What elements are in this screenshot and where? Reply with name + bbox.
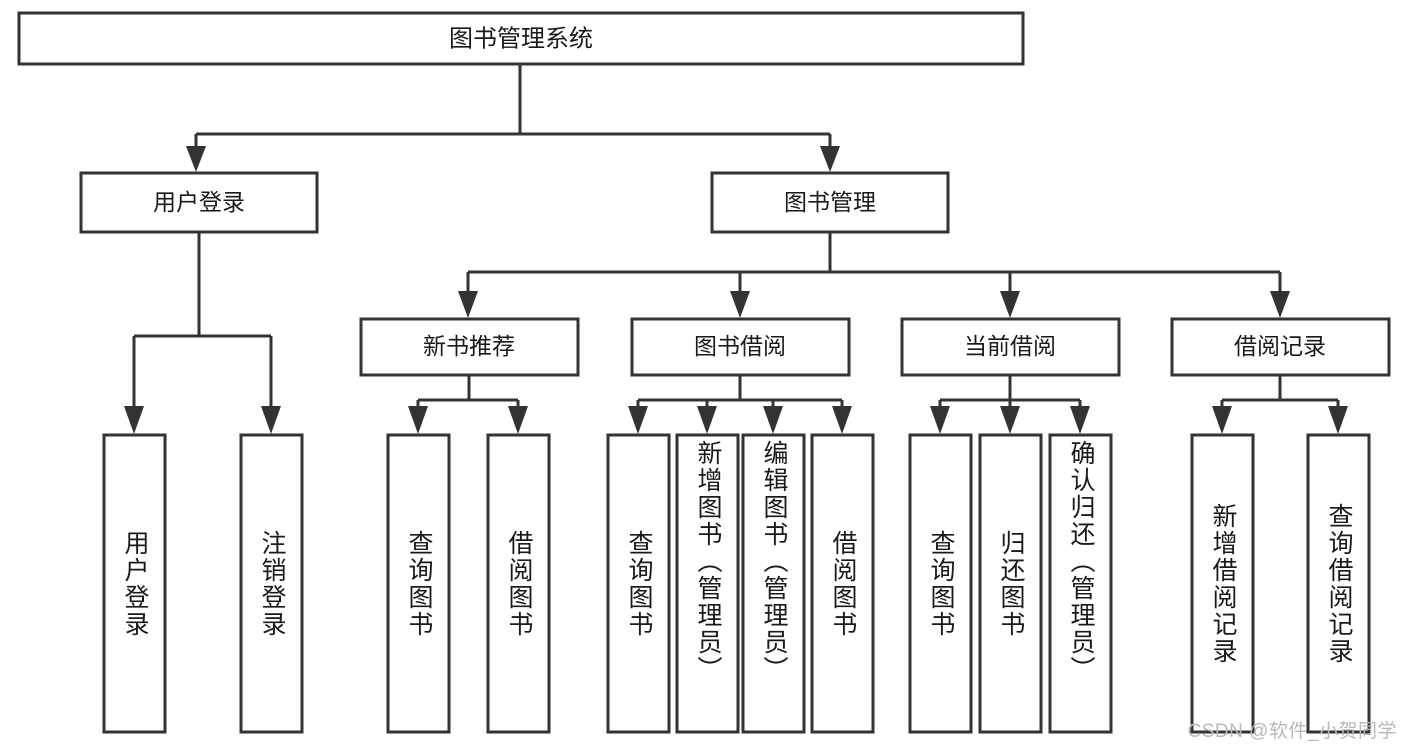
node-user-login-box xyxy=(79,171,319,234)
node-book-borrow[interactable]: 图书借阅 xyxy=(630,317,851,377)
node-current-borrow-box xyxy=(900,317,1121,377)
csdn-watermark: CSDN @软件_小贺同学 xyxy=(1187,721,1397,742)
arrow-head-book-borrow xyxy=(730,291,750,318)
arrow-head-bb-edit xyxy=(763,406,783,434)
leaf-boxes-user-login xyxy=(102,433,304,734)
node-root-label: 图书管理系统 xyxy=(449,25,593,52)
leaf-box-newbook-borrow-book[interactable] xyxy=(486,433,551,734)
arrow-head-borrow-record xyxy=(1270,291,1290,318)
leaf-box-cb-confirm-return[interactable] xyxy=(1048,433,1113,734)
leaf-box-br-add-record[interactable] xyxy=(1190,433,1255,734)
arrow-head-new-book xyxy=(458,291,478,318)
leaf-box-logout[interactable] xyxy=(239,433,304,734)
connector-group-user-login xyxy=(124,232,281,434)
leaf-boxes-current-borrow xyxy=(908,433,1113,734)
node-current-borrow-label: 当前借阅 xyxy=(964,333,1056,359)
node-new-book-recommend-label: 新书推荐 xyxy=(423,333,515,359)
node-book-management-box xyxy=(710,171,950,234)
node-borrow-record-label: 借阅记录 xyxy=(1234,333,1326,359)
connector-group-book-mgmt xyxy=(458,232,1290,318)
node-book-management-label: 图书管理 xyxy=(784,189,876,215)
arrow-head-cb-query xyxy=(930,406,950,434)
node-root-system[interactable]: 图书管理系统 xyxy=(17,11,1025,66)
leaf-box-bb-borrow-book[interactable] xyxy=(810,433,875,734)
node-borrow-record-box xyxy=(1170,317,1391,377)
node-user-login[interactable]: 用户登录 xyxy=(79,171,319,234)
leaf-box-bb-query-book[interactable] xyxy=(606,433,671,734)
leaf-box-bb-edit-book[interactable] xyxy=(741,433,806,734)
node-borrow-record[interactable]: 借阅记录 xyxy=(1170,317,1391,377)
leaf-boxes-borrow-record xyxy=(1190,433,1371,734)
leaf-box-newbook-query-book[interactable] xyxy=(386,433,451,734)
arrow-head-user-login xyxy=(186,146,206,172)
arrow-head-newbook-query xyxy=(408,406,428,434)
arrow-head-current-borrow xyxy=(1000,291,1020,318)
arrow-head-bb-borrow xyxy=(832,406,852,434)
connector-group-book-borrow xyxy=(628,375,852,434)
node-current-borrow[interactable]: 当前借阅 xyxy=(900,317,1121,377)
leaf-boxes-new-book xyxy=(386,433,551,734)
connector-group-borrow-record xyxy=(1212,375,1348,434)
leaf-boxes-book-borrow xyxy=(606,433,875,734)
arrow-head-cb-return xyxy=(1000,406,1020,434)
leaf-box-cb-return-book[interactable] xyxy=(978,433,1043,734)
arrow-head-bb-query xyxy=(628,406,648,434)
arrow-head-br-add xyxy=(1212,406,1232,434)
connector-group-root xyxy=(186,64,840,172)
node-new-book-recommend[interactable]: 新书推荐 xyxy=(359,317,580,377)
leaf-box-cb-query-book[interactable] xyxy=(908,433,973,734)
node-user-login-label: 用户登录 xyxy=(153,189,245,215)
node-book-borrow-label: 图书借阅 xyxy=(694,333,786,359)
node-new-book-recommend-box xyxy=(359,317,580,377)
node-book-borrow-box xyxy=(630,317,851,377)
connector-group-new-book xyxy=(408,375,528,434)
leaf-box-bb-add-book[interactable] xyxy=(675,433,740,734)
node-root-box xyxy=(17,11,1025,66)
leaf-box-user-login[interactable] xyxy=(102,433,167,734)
arrow-head-logout-leaf xyxy=(261,406,281,434)
arrow-head-cb-confirm xyxy=(1070,406,1090,434)
arrow-head-br-query xyxy=(1328,406,1348,434)
node-book-management[interactable]: 图书管理 xyxy=(710,171,950,234)
arrow-head-book-mgmt xyxy=(820,146,840,172)
arrow-head-user-login-leaf xyxy=(124,406,144,434)
arrow-head-newbook-borrow xyxy=(508,406,528,434)
leaf-box-br-query-record[interactable] xyxy=(1306,433,1371,734)
connector-group-current-borrow xyxy=(930,375,1090,434)
arrow-head-bb-add xyxy=(697,406,717,434)
